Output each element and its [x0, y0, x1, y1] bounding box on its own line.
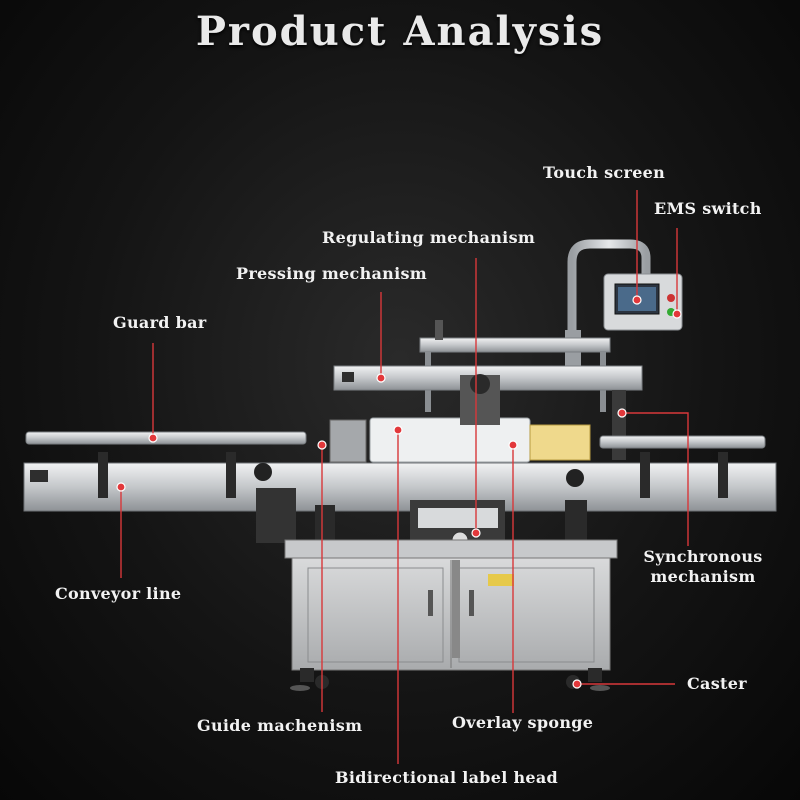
label-caster: Caster: [687, 674, 747, 693]
callout-dot: [672, 309, 682, 319]
callout-dot: [632, 295, 642, 305]
label-synchronous-line1: Synchronous: [643, 547, 763, 566]
label-guide-mechanism: Guide machenism: [197, 716, 363, 735]
label-pressing-mechanism: Pressing mechanism: [236, 264, 428, 283]
callout-dot: [393, 425, 403, 435]
callout-dot: [116, 482, 126, 492]
label-bidirectional-label-head: Bidirectional label head: [335, 768, 559, 787]
label-regulating-mechanism: Regulating mechanism: [322, 228, 536, 247]
callout-leaders: [116, 190, 689, 764]
label-guard-bar: Guard bar: [113, 313, 207, 332]
callout-dot: [148, 433, 158, 443]
label-overlay-sponge: Overlay sponge: [452, 713, 594, 732]
machine-body: [23, 239, 777, 691]
callout-dot: [572, 679, 582, 689]
callout-dot: [317, 440, 327, 450]
callout-dot: [617, 408, 627, 418]
callout-dot: [376, 373, 386, 383]
label-synchronous-line2: mechanism: [650, 567, 756, 586]
label-synchronous-mechanism: Synchronous mechanism: [636, 547, 770, 587]
page-title: Product Analysis: [195, 8, 605, 55]
label-conveyor-line: Conveyor line: [55, 584, 182, 603]
callout-dot: [508, 440, 518, 450]
label-touch-screen: Touch screen: [543, 163, 666, 182]
label-ems-switch: EMS switch: [654, 199, 762, 218]
callout-dot: [471, 528, 481, 538]
